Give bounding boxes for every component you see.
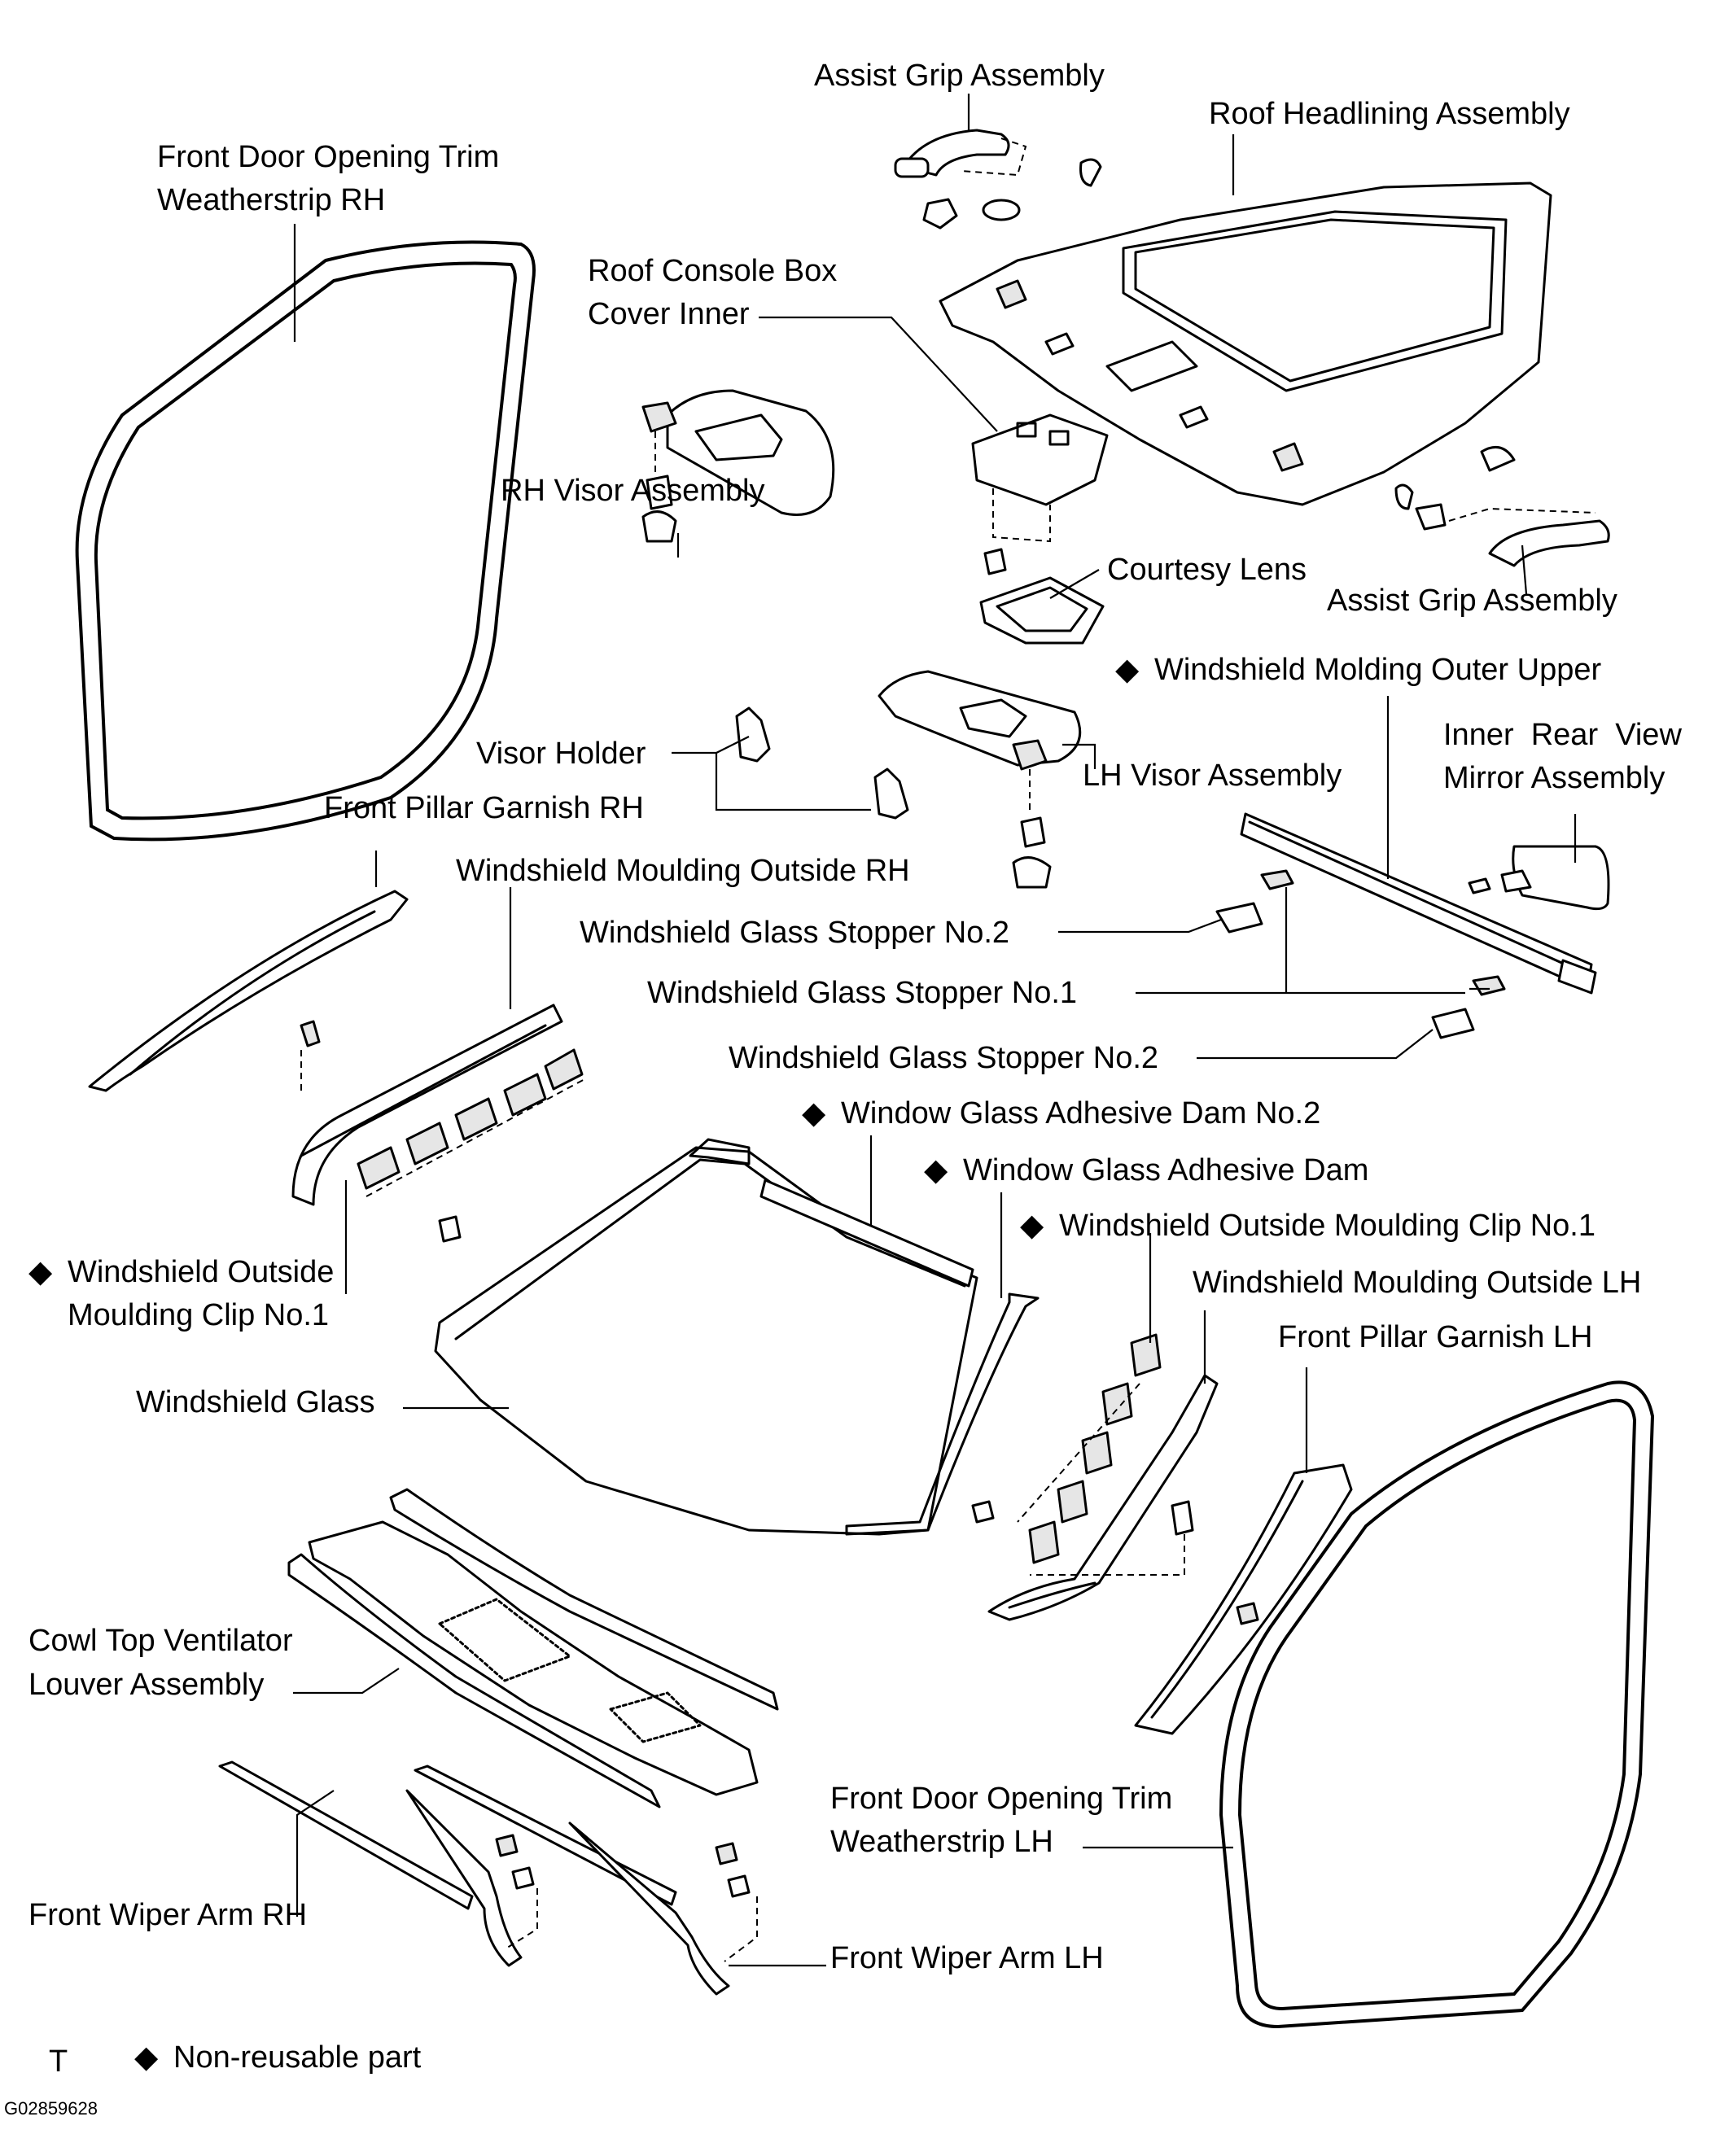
ws-moulding-outside-lh-part xyxy=(971,1333,1219,1621)
label-ws-stopper2-bottom: Windshield Glass Stopper No.2 xyxy=(729,1041,1158,1075)
label-roof-console-line1: Roof Console Box xyxy=(588,254,837,288)
label-assist-grip-top: Assist Grip Assembly xyxy=(814,59,1105,93)
label-ws-clip-left-line2: Moulding Clip No.1 xyxy=(68,1298,329,1332)
inner-mirror-part xyxy=(1468,845,1610,911)
non-reusable-symbol: ◆ xyxy=(134,2040,159,2075)
front-door-weatherstrip-rh-part xyxy=(75,240,536,842)
leader-lines xyxy=(293,94,1577,1967)
label-courtesy-lens: Courtesy Lens xyxy=(1107,553,1307,587)
label-ws-stopper1: Windshield Glass Stopper No.1 xyxy=(647,976,1077,1010)
label-wiper-lh: Front Wiper Arm LH xyxy=(830,1941,1104,1975)
roof-console-part xyxy=(971,413,1109,645)
glass-stoppers-part xyxy=(1215,869,1506,1039)
label-inner-mirror-line1: Inner Rear View xyxy=(1443,718,1682,752)
lh-visor-part xyxy=(878,670,1082,889)
label-rh-visor: RH Visor Assembly xyxy=(501,474,765,508)
label-ws-glass: Windshield Glass xyxy=(136,1385,375,1419)
non-reusable-symbol: ◆ xyxy=(28,1255,53,1289)
roof-headlining-part xyxy=(939,181,1552,506)
cowl-top-ventilator-part xyxy=(287,1488,779,1808)
windshield-glass-part xyxy=(434,1146,978,1536)
label-front-door-lh-line1: Front Door Opening Trim xyxy=(830,1782,1172,1816)
label-roof-headlining: Roof Headlining Assembly xyxy=(1209,97,1570,131)
non-reusable-symbol: ◆ xyxy=(802,1096,826,1130)
label-ws-stopper2-top: Windshield Glass Stopper No.2 xyxy=(580,916,1009,950)
rh-visor-part xyxy=(641,389,835,543)
label-inner-mirror-line2: Mirror Assembly xyxy=(1443,761,1665,795)
assist-grip-top-part xyxy=(894,129,1102,230)
label-assist-grip-right: Assist Grip Assembly xyxy=(1327,584,1617,618)
label-ws-clip-left-line1: Windshield Outside xyxy=(68,1255,334,1289)
non-reusable-symbol: ◆ xyxy=(1115,653,1140,687)
figure-code: G02859628 xyxy=(4,2098,98,2119)
wiper-arms-part xyxy=(218,1760,758,1996)
ws-molding-outer-upper-part xyxy=(1240,812,1597,995)
adhesive-dams-part xyxy=(689,1138,1040,1536)
label-cowl-line2: Louver Assembly xyxy=(28,1668,264,1702)
label-front-door-rh-line2: Weatherstrip RH xyxy=(157,183,385,217)
label-roof-console-line2: Cover Inner xyxy=(588,297,750,331)
label-front-door-lh-line2: Weatherstrip LH xyxy=(830,1825,1053,1859)
label-ws-moulding-rh: Windshield Moulding Outside RH xyxy=(456,854,910,888)
assist-grip-right-part xyxy=(1394,483,1610,567)
label-adhesive-dam2: Window Glass Adhesive Dam No.2 xyxy=(841,1096,1320,1130)
label-wiper-rh: Front Wiper Arm RH xyxy=(28,1898,307,1932)
label-ws-molding-outer-upper: Windshield Molding Outer Upper xyxy=(1154,653,1601,687)
label-cowl-line1: Cowl Top Ventilator xyxy=(28,1624,293,1658)
corner-mark: T xyxy=(49,2044,68,2079)
front-pillar-garnish-rh-part xyxy=(88,890,409,1092)
visor-holder-part xyxy=(735,706,909,820)
front-door-weatherstrip-lh-part xyxy=(1219,1380,1655,2029)
front-pillar-garnish-lh-part xyxy=(1134,1463,1353,1735)
non-reusable-symbol: ◆ xyxy=(924,1153,948,1187)
label-ws-moulding-lh: Windshield Moulding Outside LH xyxy=(1193,1266,1641,1300)
label-front-pillar-lh: Front Pillar Garnish LH xyxy=(1278,1320,1592,1354)
labels: Assist Grip Assembly Roof Headlining Ass… xyxy=(4,59,1682,2119)
label-adhesive-dam: Window Glass Adhesive Dam xyxy=(963,1153,1368,1187)
ws-moulding-outside-rh-part xyxy=(291,1004,587,1243)
label-visor-holder: Visor Holder xyxy=(476,737,646,771)
label-front-door-rh-line1: Front Door Opening Trim xyxy=(157,140,499,174)
legend-non-reusable: Non-reusable part xyxy=(173,2040,422,2075)
label-ws-clip-right: Windshield Outside Moulding Clip No.1 xyxy=(1059,1209,1595,1243)
non-reusable-symbol: ◆ xyxy=(1020,1209,1044,1243)
label-lh-visor: LH Visor Assembly xyxy=(1083,759,1342,793)
label-front-pillar-rh: Front Pillar Garnish RH xyxy=(324,791,644,825)
